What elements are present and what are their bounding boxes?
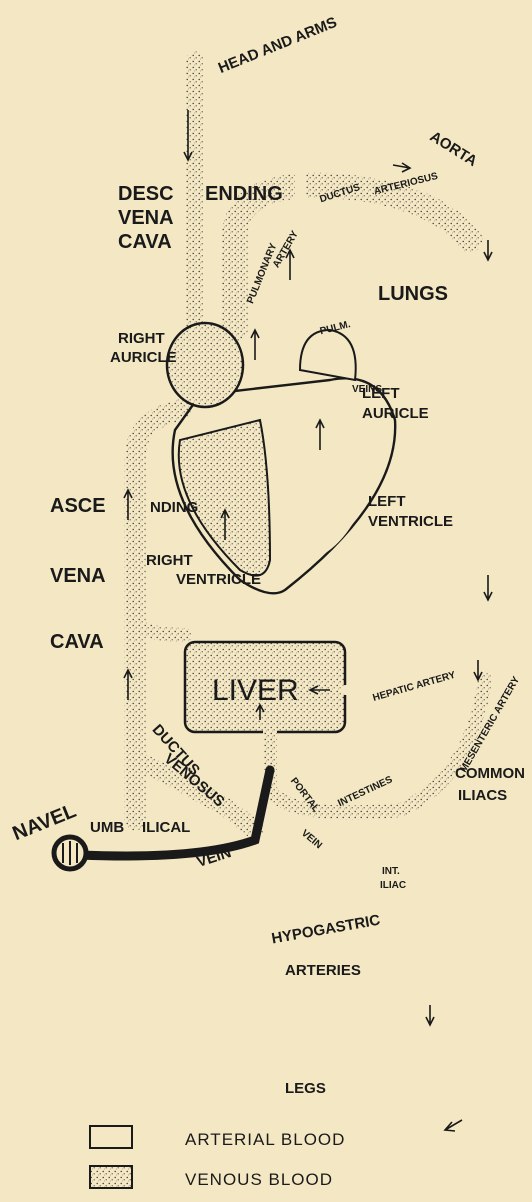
label-right-auricle-1: RIGHT <box>118 330 165 347</box>
label-right-ventricle-2: VENTRICLE <box>176 571 261 588</box>
legend-arterial: ARTERIAL BLOOD <box>185 1130 345 1149</box>
label-lungs: LUNGS <box>378 283 448 305</box>
label-int: INT. <box>382 866 400 877</box>
label-iliac: ILIAC <box>380 880 406 891</box>
label-right-ventricle-1: RIGHT <box>146 552 193 569</box>
label-left-ventricle-2: VENTRICLE <box>368 513 453 530</box>
label-ilical: ILICAL <box>142 819 190 836</box>
legend-swatch-venous <box>90 1166 132 1188</box>
label-ascending-1: ASCE <box>50 495 106 517</box>
label-right-auricle-2: AURICLE <box>110 349 177 366</box>
label-cava-2: CAVA <box>50 631 104 653</box>
label-intestines: INTESTINES <box>336 774 394 809</box>
label-common: COMMON <box>455 765 525 782</box>
label-vein-portal: VEIN <box>299 828 324 851</box>
label-left-auricle-2: AURICLE <box>362 405 429 422</box>
label-descending-2: ENDING <box>205 183 283 205</box>
label-descending-1: DESC <box>118 183 174 205</box>
label-left-ventricle-1: LEFT <box>368 493 406 510</box>
label-liver: LIVER <box>212 674 299 707</box>
label-vena-2: VENA <box>50 565 106 587</box>
label-umb: UMB <box>90 819 124 836</box>
legend-swatch-arterial <box>90 1126 132 1148</box>
label-cava-1: CAVA <box>118 231 172 253</box>
label-legs: LEGS <box>285 1080 326 1097</box>
label-ascending-2: NDING <box>150 499 198 516</box>
label-arteries: ARTERIES <box>285 962 361 979</box>
label-left-auricle-1: LEFT <box>362 385 400 402</box>
legend-venous: VENOUS BLOOD <box>185 1170 333 1189</box>
label-iliacs: ILIACS <box>458 787 507 804</box>
label-vena-1: VENA <box>118 207 174 229</box>
